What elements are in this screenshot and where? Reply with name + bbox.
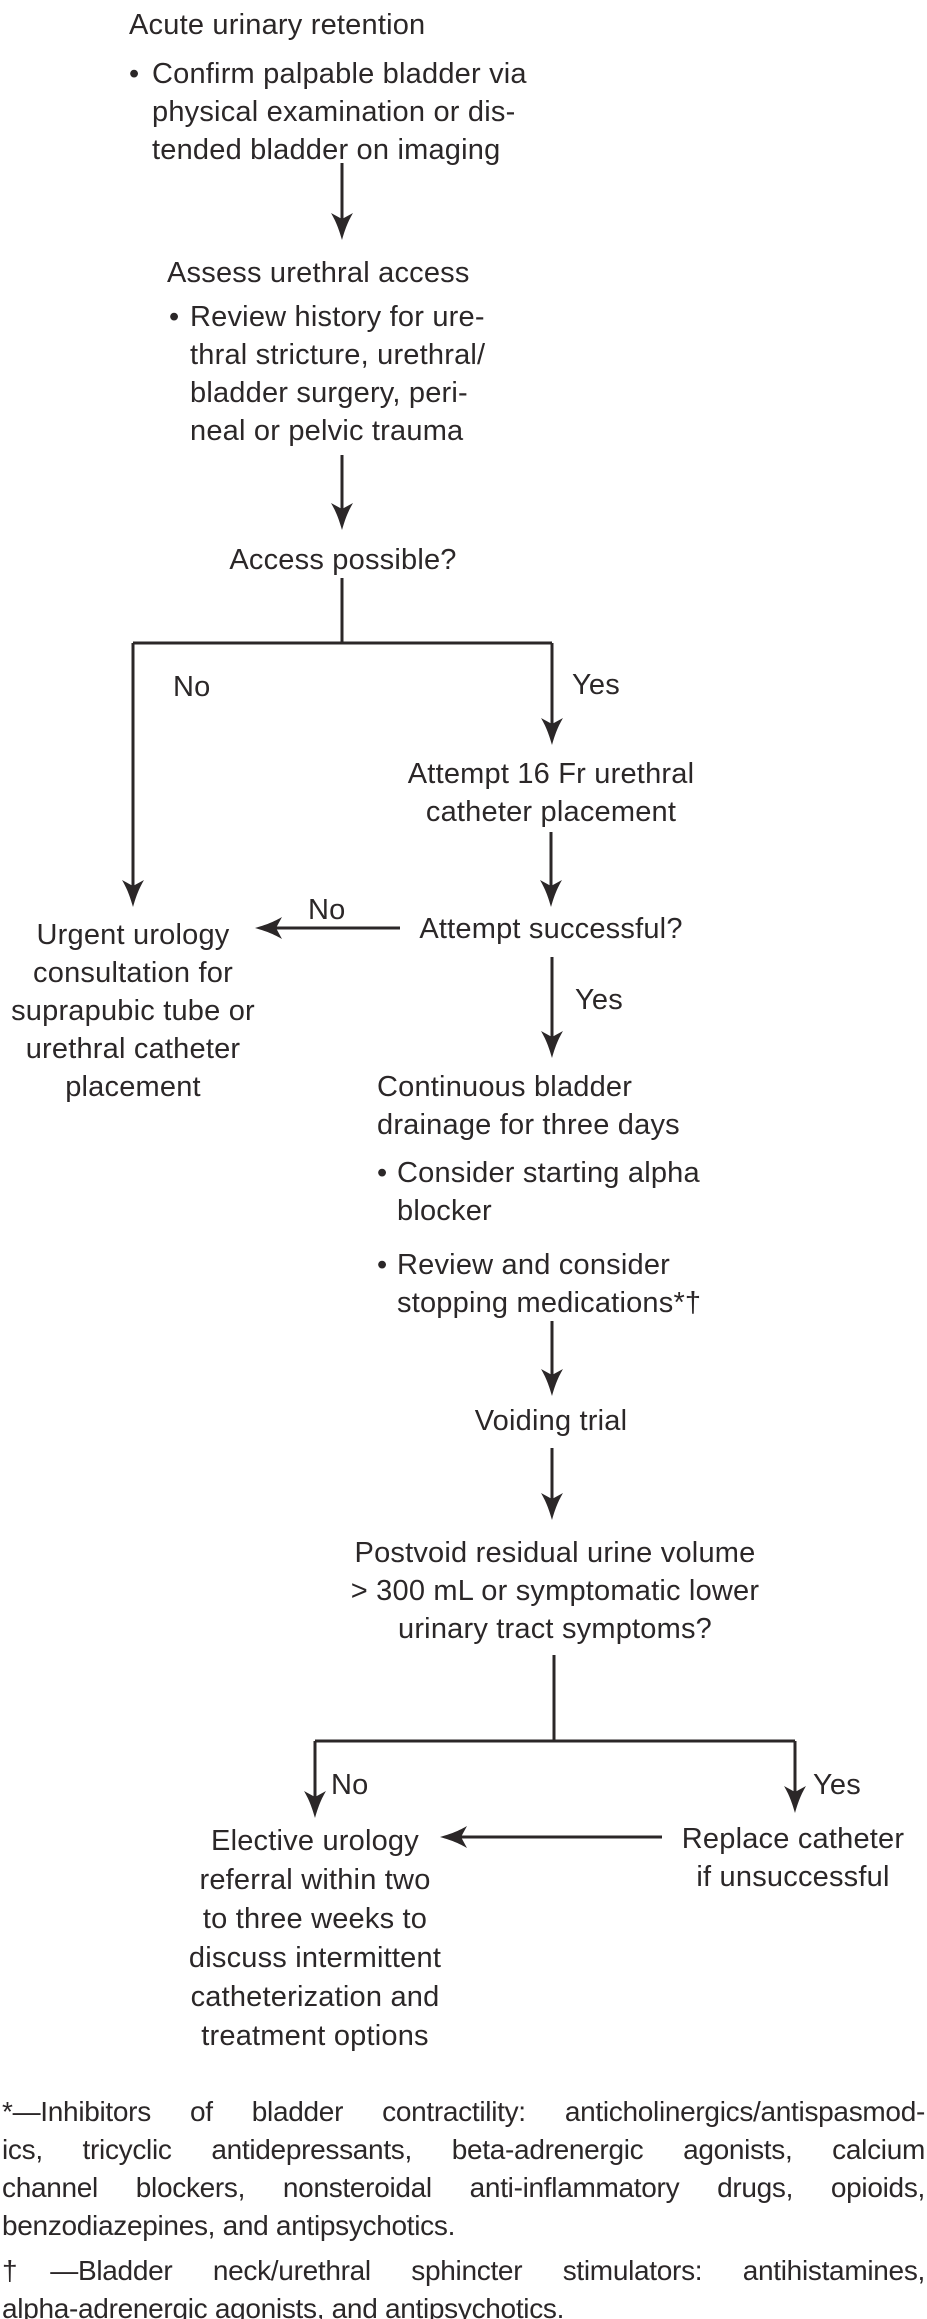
- node-text: Replace catheter if unsuccessful: [682, 1820, 904, 1896]
- text-line: urethral catheter: [25, 1033, 241, 1065]
- branch-postvoid-lines: [313, 1655, 797, 1800]
- node-text: Attempt 16 Fr urethral catheter placement: [408, 755, 694, 831]
- bullet-text: Consider starting alpha blocker: [397, 1154, 701, 1230]
- bullet-item: • Review history for ure-thral stricture…: [169, 298, 485, 450]
- text-line: suprapubic tube or: [11, 995, 255, 1027]
- text-line: Continuous bladder: [377, 1071, 633, 1103]
- branch-label-yes-attempt: Yes: [575, 984, 623, 1016]
- node-attempt-catheter: Attempt 16 Fr urethral catheter placement: [408, 755, 694, 831]
- text-line: *—Inhibitors of bladder contractility: a…: [2, 2096, 925, 2127]
- text-line: > 300 mL or symptomatic lower: [350, 1575, 760, 1607]
- branch-label-no-access: No: [173, 671, 211, 703]
- bullet-text: Confirm palpable bladder via physical exa…: [152, 55, 527, 169]
- text-line: Review history for ure-: [190, 301, 485, 333]
- node-text: Urgent urology consultation for suprapubic…: [11, 916, 255, 1106]
- text-line: Replace catheter: [681, 1823, 905, 1855]
- question-text: Postvoid residual urine volume > 300 mL o…: [351, 1534, 759, 1648]
- text-line: alpha-adrenergic agonists, and antipsych…: [2, 2293, 565, 2319]
- text-line: referral within two: [199, 1864, 431, 1896]
- bullet-icon: •: [169, 301, 180, 333]
- branch-access-lines: [131, 578, 554, 889]
- question-text: Attempt successful?: [419, 913, 683, 945]
- text-line: urinary tract symptoms?: [397, 1613, 712, 1645]
- text-line: †—Bladder neck/urethral sphincter stimul…: [2, 2255, 925, 2286]
- branch-label-yes-access: Yes: [572, 669, 620, 701]
- text-line: bladder surgery, peri-: [190, 377, 468, 409]
- node-attempt-successful-question: Attempt successful?: [419, 910, 682, 948]
- footnotes: *—Inhibitors of bladder contractility: a…: [2, 2093, 925, 2319]
- node-continuous-drainage: Continuous bladder drainage for three day…: [377, 1068, 701, 1322]
- question-text: Access possible?: [229, 544, 457, 576]
- text-line: thral stricture, urethral/: [190, 339, 486, 371]
- text-line: neal or pelvic trauma: [190, 415, 464, 447]
- node-replace-catheter: Replace catheter if unsuccessful: [682, 1820, 904, 1896]
- text-line: channel blockers, nonsteroidal anti-infl…: [2, 2172, 925, 2203]
- text-line: Review and consider: [397, 1249, 670, 1281]
- text-line: catheterization and: [190, 1981, 440, 2013]
- text-line: Urgent urology: [36, 919, 230, 951]
- text-line: Elective urology: [211, 1825, 419, 1857]
- node-urgent-urology: Urgent urology consultation for suprapubic…: [11, 916, 255, 1106]
- text-line: tended bladder on imaging: [152, 134, 501, 166]
- text-line: physical examination or dis-: [152, 96, 516, 128]
- bullet-text: Review history for ure-thral stricture, …: [190, 298, 485, 450]
- node-elective-urology: Elective urology referral within two to th…: [189, 1822, 441, 2056]
- text-line: to three weeks to: [202, 1903, 428, 1935]
- node-title: Continuous bladder drainage for three day…: [377, 1068, 701, 1144]
- bullet-item: • Confirm palpable bladder via physical e…: [129, 55, 527, 169]
- text-line: placement: [65, 1071, 201, 1103]
- bullet-icon: •: [129, 58, 140, 90]
- node-voiding-trial: Voiding trial: [475, 1402, 628, 1440]
- footnote-asterisk: *—Inhibitors of bladder contractility: a…: [2, 2093, 925, 2245]
- branch-label-yes-postvoid: Yes: [813, 1769, 861, 1801]
- text-line: discuss intermittent: [188, 1942, 442, 1974]
- footnote-dagger: †—Bladder neck/urethral sphincter stimul…: [2, 2252, 925, 2319]
- node-access-possible-question: Access possible?: [229, 541, 456, 579]
- text-line: if unsuccessful: [696, 1861, 890, 1893]
- text-line: Consider starting alpha: [397, 1157, 700, 1189]
- text-line: treatment options: [201, 2020, 429, 2052]
- text-line: Attempt 16 Fr urethral: [407, 758, 695, 790]
- branch-label-no-attempt: No: [308, 894, 346, 926]
- text-line: stopping medications*†: [397, 1287, 702, 1319]
- bullet-icon: •: [377, 1157, 388, 1189]
- bullet-icon: •: [377, 1249, 388, 1281]
- node-assess-urethral-access: Assess urethral access • Review history …: [167, 254, 485, 450]
- text-line: Confirm palpable bladder via: [152, 58, 527, 90]
- text-line: blocker: [397, 1195, 492, 1227]
- branch-label-no-postvoid: No: [331, 1769, 369, 1801]
- node-postvoid-question: Postvoid residual urine volume > 300 mL o…: [351, 1534, 759, 1648]
- node-acute-urinary-retention: Acute urinary retention • Confirm palpab…: [129, 6, 527, 169]
- bullet-text: Review and consider stopping medications*…: [397, 1246, 701, 1322]
- node-text: Elective urology referral within two to th…: [189, 1822, 441, 2056]
- bullet-item: • Review and consider stopping medication…: [377, 1246, 701, 1322]
- text-line: drainage for three days: [377, 1109, 680, 1141]
- bullet-item: • Consider starting alpha blocker: [377, 1154, 701, 1230]
- node-text: Voiding trial: [474, 1405, 628, 1437]
- node-title: Acute urinary retention: [129, 9, 426, 41]
- text-line: benzodiazepines, and antipsychotics.: [2, 2210, 456, 2241]
- text-line: catheter placement: [425, 796, 677, 828]
- node-title: Assess urethral access: [167, 257, 470, 289]
- text-line: Postvoid residual urine volume: [354, 1537, 756, 1569]
- text-line: ics, tricyclic antidepressants, beta-adr…: [2, 2134, 925, 2165]
- text-line: consultation for: [33, 957, 233, 989]
